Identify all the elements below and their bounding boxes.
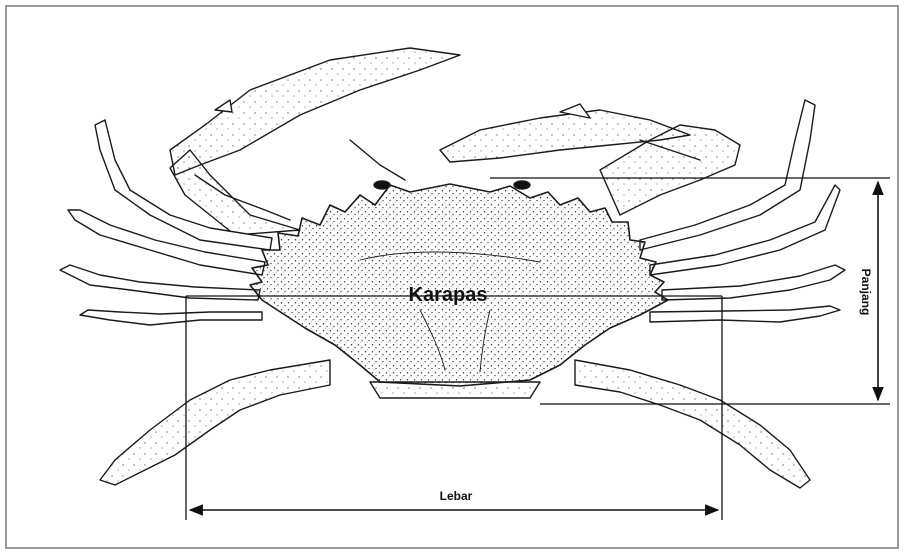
length-label: Panjang — [859, 269, 873, 316]
width-label: Lebar — [440, 489, 473, 503]
crab-illustration — [60, 48, 845, 488]
abdomen-plate — [370, 382, 540, 398]
carapace-label: Karapas — [409, 284, 488, 306]
